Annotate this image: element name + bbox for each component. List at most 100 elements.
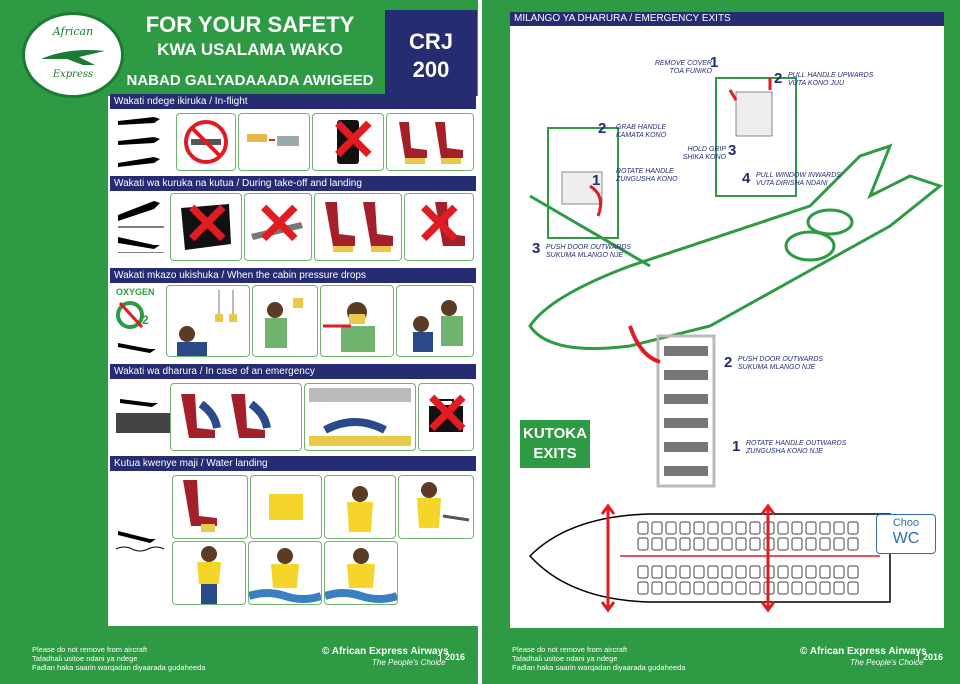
footer-year: 2016	[918, 652, 943, 662]
footer-tagline: The People's Choice	[850, 658, 924, 667]
footer-brand: © African Express Airways	[322, 646, 449, 657]
no-smoking-panel	[176, 113, 236, 171]
section-water-landing: Kutua kwenye maji / Water landing	[110, 456, 476, 626]
inflate-vest-panel	[172, 541, 246, 605]
no-luggage-aisle-panel: ✕	[404, 193, 474, 261]
passenger-icon	[413, 300, 463, 352]
no-laptop-panel: ✕	[170, 193, 242, 261]
blow-tube-panel	[248, 541, 322, 605]
masks-drop-panel	[166, 285, 250, 357]
section-title: Wakati mkazo ukishuka / When the cabin p…	[110, 268, 476, 283]
step-number: 2	[774, 70, 783, 87]
passenger-icon	[177, 290, 237, 356]
no-tray-table-panel: ✕	[244, 193, 312, 261]
help-others-panel	[396, 285, 474, 357]
logo-plane-icon	[41, 50, 105, 65]
put-on-vest-panel	[324, 475, 396, 539]
section-title: Wakati wa dharura / In case of an emerge…	[110, 364, 476, 379]
life-vest-icon	[249, 548, 321, 603]
step-number: 3	[532, 240, 541, 257]
footer-line-en: Please do not remove from aircraft	[512, 645, 628, 654]
footer-tagline: The People's Choice	[372, 658, 446, 667]
step-number: 2	[724, 354, 733, 371]
prohibited-x-icon: ✕	[183, 193, 232, 257]
footer-line-so: Fadlan haka saarin warqadan diyaarada gu…	[512, 663, 686, 672]
flight-phases-icon	[118, 117, 160, 167]
seat-position-panel	[314, 193, 402, 261]
life-vest-icon	[347, 486, 373, 532]
page-divider	[478, 0, 482, 684]
step-number: 4	[742, 170, 751, 187]
wc-label-sw: Choo	[892, 517, 920, 529]
life-vest-icon	[269, 494, 303, 520]
section-in-flight: Wakati ndege ikiruka / In-flight	[110, 94, 476, 174]
title-swahili: KWA USALAMA WAKO	[157, 40, 343, 59]
left-page: African Express FOR YOUR SAFETY KWA USAL…	[22, 10, 478, 672]
emergency-landing-icon	[116, 399, 172, 433]
section-title: Wakati wa kuruka na kutua / During take-…	[110, 176, 476, 191]
emergency-exits-panel: MILANGO YA DHARURA / EMERGENCY EXITS	[510, 12, 944, 628]
life-vest-icon	[197, 546, 221, 604]
prohibited-x-icon: ✕	[415, 193, 464, 257]
oxygen-label: OXYGEN	[116, 287, 155, 297]
descending-plane-icon	[118, 343, 156, 353]
tray-table-icon	[251, 222, 303, 240]
step-number: 1	[732, 438, 741, 455]
seat-upright-panel	[386, 113, 474, 171]
evacuate-panel	[304, 383, 416, 451]
logo-text-top: African	[52, 25, 94, 38]
footer-notice: Please do not remove from aircraft Tafad…	[32, 645, 205, 672]
lavatory-sign: Choo WC	[876, 514, 936, 554]
step-number: 2	[598, 120, 607, 137]
seatbelt-panel	[238, 113, 310, 171]
tie-straps-panel	[398, 475, 474, 539]
passenger-icon	[323, 302, 375, 352]
pull-mask-panel	[252, 285, 318, 357]
life-vest-icon	[417, 482, 470, 528]
no-phone-panel: ✕	[312, 113, 384, 171]
seat-icon	[325, 202, 393, 252]
title-english: FOR YOUR SAFETY	[145, 12, 355, 37]
footer-line-sw: Tafadhali usitoe ndani ya ndege	[512, 654, 618, 663]
footer-notice: Please do not remove from aircraft Tafad…	[512, 645, 685, 672]
seat-icon	[435, 202, 465, 246]
title-somali: NABAD GALYADAAADA AWIGEED	[126, 72, 374, 89]
aircraft-model-badge: CRJ 200	[385, 10, 477, 100]
step-number: 1	[592, 172, 601, 189]
step-number: 3	[728, 142, 737, 159]
take-off-landing-icon	[118, 201, 164, 253]
open-vest-panel	[250, 475, 322, 539]
prohibited-x-icon: ✕	[423, 383, 472, 447]
footer-line-so: Fadlan haka saarin warqadan diyaarada gu…	[32, 663, 206, 672]
airline-logo: African Express	[22, 12, 124, 98]
evacuation-icon	[309, 388, 411, 446]
water-landing-icon	[115, 531, 165, 552]
footer-year: 2016	[440, 652, 465, 662]
wear-mask-panel	[320, 285, 394, 357]
prohibited-x-icon: ✕	[329, 113, 378, 171]
model-name: CRJ	[408, 29, 453, 54]
footer-brand: © African Express Airways	[800, 646, 927, 657]
float-panel	[324, 541, 398, 605]
panel-title: MILANGO YA DHARURA / EMERGENCY EXITS	[510, 12, 944, 26]
mobile-phone-icon	[337, 120, 359, 164]
section-title: Kutua kwenye maji / Water landing	[110, 456, 476, 471]
brace-position-panel	[170, 383, 302, 451]
brace-position-icon	[181, 394, 271, 438]
model-number: 200	[412, 57, 450, 82]
wc-label-en: WC	[892, 530, 920, 547]
prohibited-x-icon: ✕	[255, 193, 304, 257]
exits-label-en: EXITS	[533, 445, 577, 462]
laptop-icon	[181, 204, 231, 250]
logo-text-bottom: Express	[52, 69, 94, 80]
footer-line-en: Please do not remove from aircraft	[32, 645, 148, 654]
briefcase-icon	[429, 399, 463, 432]
no-baggage-panel: ✕	[418, 383, 474, 451]
section-emergency: Wakati wa dharura / In case of an emerge…	[110, 364, 476, 452]
